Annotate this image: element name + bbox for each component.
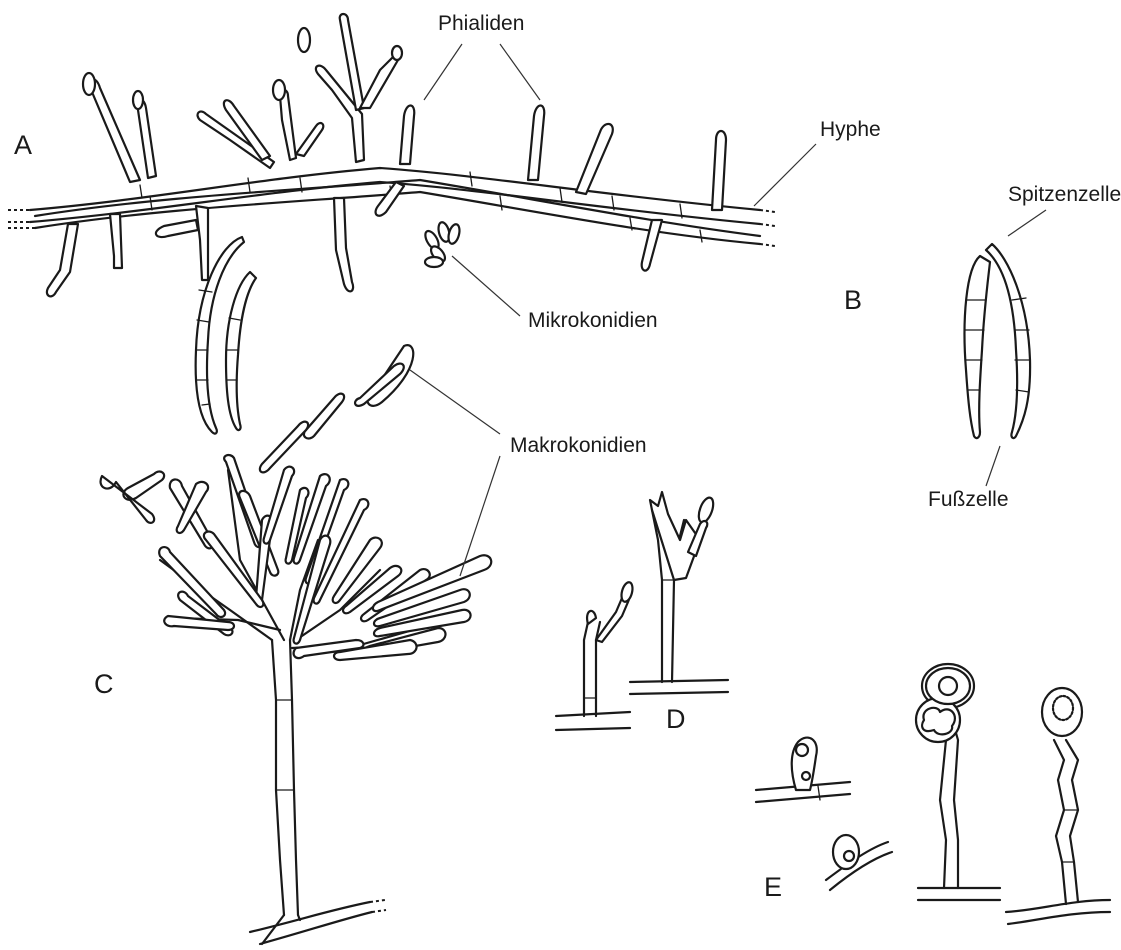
panel-c-conidiophore xyxy=(101,345,492,944)
panel-b-macroconidia xyxy=(196,237,1030,438)
panel-letter-c: C xyxy=(94,669,114,699)
label-spitzenzelle: Spitzenzelle xyxy=(1008,183,1121,206)
panel-letter-d: D xyxy=(666,704,686,734)
label-phialiden: Phialiden xyxy=(438,12,524,35)
panel-letter-e: E xyxy=(764,872,782,902)
panel-a-hyphae xyxy=(8,14,775,296)
panel-letter-a: A xyxy=(14,130,32,160)
label-makrokonidien: Makrokonidien xyxy=(510,434,647,457)
panel-letter-b: B xyxy=(844,285,862,315)
label-hyphe: Hyphe xyxy=(820,118,881,141)
panel-e-chlamydospores xyxy=(756,664,1110,924)
label-mikrokonidien: Mikrokonidien xyxy=(528,309,658,332)
label-fusszelle: Fußzelle xyxy=(928,488,1009,511)
panel-d-conidiophores xyxy=(556,492,728,730)
